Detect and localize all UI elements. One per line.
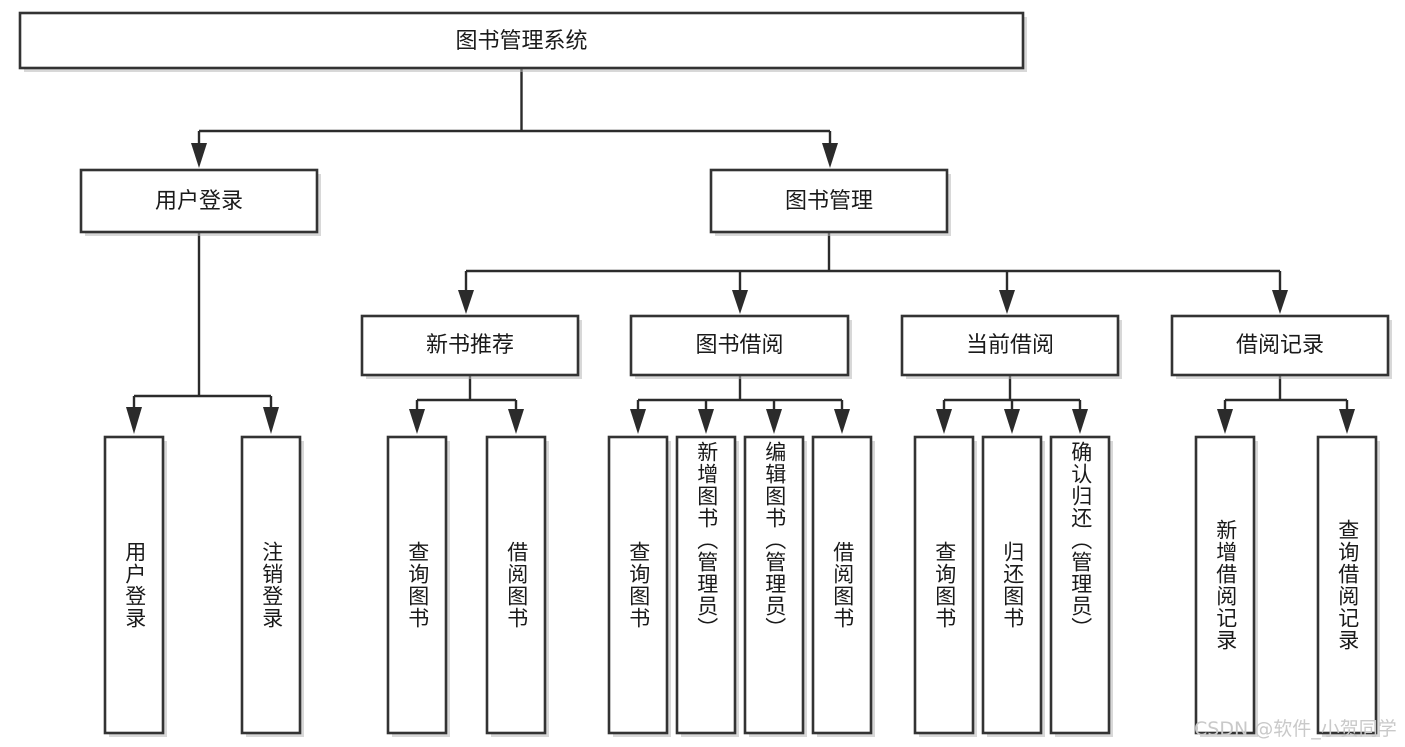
arrow-to-leaf-query-record (1339, 409, 1355, 434)
arrow-to-user-login (191, 143, 207, 168)
leaf-query-book-1-box[interactable] (386, 435, 448, 735)
arrow-to-leaf-user-login (126, 407, 142, 434)
arrow-to-new-book-recommend (458, 290, 474, 314)
user-login-node-label: 用户登录 (155, 189, 243, 214)
connector-layer (126, 68, 1355, 434)
leaf-query-record-box[interactable] (1316, 435, 1378, 735)
arrow-to-leaf-query-book-3 (936, 409, 952, 434)
arrow-to-leaf-return-book (1004, 409, 1020, 434)
current-borrow-node-label: 当前借阅 (966, 333, 1054, 358)
arrow-to-book-borrow (732, 290, 748, 314)
new-book-recommend-node-label: 新书推荐 (426, 333, 514, 358)
user-login-node-box[interactable] (79, 168, 319, 234)
borrow-record-node-box[interactable] (1170, 314, 1390, 377)
book-borrow-node-box[interactable] (629, 314, 850, 377)
arrow-to-leaf-query-book-1 (409, 409, 425, 434)
leaf-edit-book-box[interactable] (743, 435, 805, 735)
leaf-logout-box[interactable] (240, 435, 302, 735)
arrow-to-leaf-borrow-book-1 (508, 409, 524, 434)
root-node-box[interactable] (18, 11, 1025, 70)
book-manage-node-label: 图书管理 (785, 189, 873, 214)
leaf-return-book-box[interactable] (981, 435, 1043, 735)
leaf-borrow-book-2-box[interactable] (811, 435, 873, 735)
leaf-borrow-book-1-box[interactable] (485, 435, 547, 735)
arrow-to-leaf-borrow-book-2 (834, 409, 850, 434)
book-manage-node-box[interactable] (709, 168, 949, 234)
leaf-confirm-return-box[interactable] (1049, 435, 1111, 735)
leaf-add-book-box[interactable] (675, 435, 737, 735)
leaf-user-login-box[interactable] (103, 435, 165, 735)
arrow-to-book-manage (822, 143, 838, 168)
new-book-recommend-node-box[interactable] (360, 314, 580, 377)
leaf-add-record-box[interactable] (1194, 435, 1256, 735)
arrow-to-leaf-query-book-2 (630, 409, 646, 434)
current-borrow-node-box[interactable] (900, 314, 1120, 377)
arrow-to-current-borrow (999, 290, 1015, 314)
book-borrow-node-label: 图书借阅 (695, 333, 783, 358)
arrow-to-leaf-confirm-return (1072, 409, 1088, 434)
root-node-label: 图书管理系统 (455, 29, 587, 54)
arrow-to-leaf-add-book (698, 409, 714, 434)
arrow-to-leaf-logout (263, 407, 279, 434)
arrow-to-leaf-add-record (1217, 409, 1233, 434)
arrow-to-borrow-record (1272, 290, 1288, 314)
leaf-query-book-2-box[interactable] (607, 435, 669, 735)
arrow-to-leaf-edit-book (766, 409, 782, 434)
node-layer: 图书管理系统 用户登录 图书管理 新书推荐 图书借阅 当前借阅 借阅记录 (18, 11, 1392, 737)
leaf-query-book-3-box[interactable] (913, 435, 975, 735)
borrow-record-node-label: 借阅记录 (1236, 333, 1324, 358)
